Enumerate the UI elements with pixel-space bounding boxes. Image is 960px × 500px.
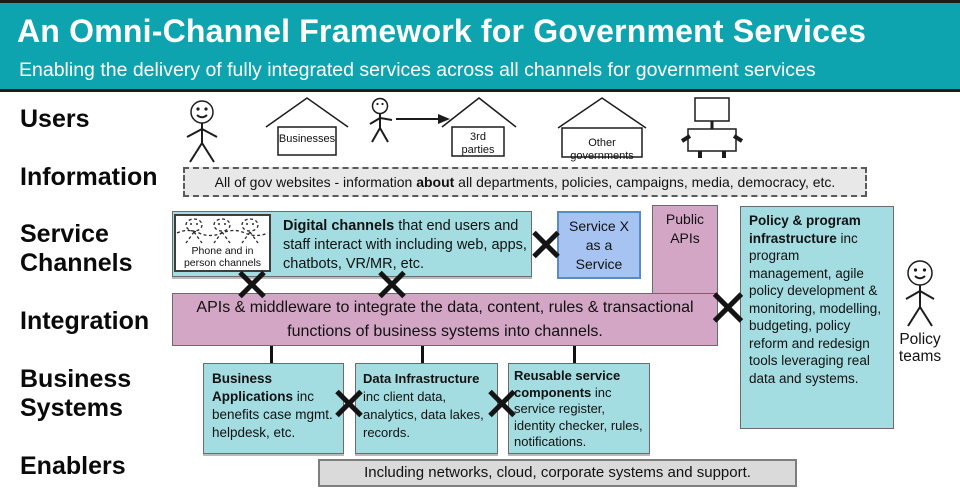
policy-infrastructure-rest: inc program management, agile policy dev… [749, 230, 882, 386]
connector-line [270, 346, 273, 363]
x-connector-icon [377, 269, 407, 299]
policy-infrastructure-bold: Policy & program infrastructure [749, 213, 861, 246]
row-label-channels: Channels [20, 249, 133, 277]
citizen-person-icon [180, 99, 224, 165]
digital-channels-text: Digital channels that end users and staf… [283, 217, 529, 274]
policy-teams-line1: Policy [899, 331, 941, 348]
information-text-bold: about [416, 174, 455, 190]
enablers-box: Including networks, cloud, corporate sys… [318, 459, 797, 487]
public-apis-box: Public APIs [652, 205, 718, 294]
public-apis-label: Public APIs [665, 211, 705, 246]
connector-line [421, 346, 424, 363]
digital-channels-bold: Digital channels [283, 218, 395, 234]
phone-label-line2: person channels [183, 257, 262, 269]
page-title: An Omni-Channel Framework for Government… [17, 13, 867, 49]
row-label-service: Service [20, 220, 109, 248]
row-label-enablers: Enablers [20, 452, 126, 480]
other-governments-line2: governments [570, 149, 634, 162]
service-x-line1: Service X [569, 218, 629, 234]
policy-teams-line2: teams [898, 348, 942, 365]
third-parties-house-icon [440, 95, 518, 157]
x-connector-icon [531, 229, 561, 259]
connector-line [573, 346, 576, 363]
integration-box: APIs & middleware to integrate the data,… [172, 293, 718, 346]
row-label-information: Information [20, 163, 158, 191]
businesses-house-label: Businesses [278, 133, 336, 145]
person-arrow-icon [366, 97, 450, 149]
x-connector-icon [237, 269, 267, 299]
row-label-business: Business [20, 365, 132, 393]
third-parties-house-label: 3rd parties [452, 131, 504, 156]
other-governments-house-icon [556, 95, 648, 159]
row-label-integration: Integration [20, 307, 150, 335]
information-text-suffix: all departments, policies, campaigns, me… [454, 174, 836, 190]
reusable-components-bold: Reusable service components [514, 368, 621, 400]
digital-channels-rest: that end users and staff interact with i… [283, 218, 527, 272]
third-parties-line1: 3rd [470, 131, 486, 143]
phone-label-line1: Phone and in [191, 245, 254, 257]
x-connector-icon [334, 388, 364, 418]
other-governments-line1: Other [588, 137, 616, 149]
third-parties-line2: parties [461, 143, 495, 156]
information-text-prefix: All of gov websites - information [214, 174, 417, 190]
policy-infrastructure-box: Policy & program infrastructure inc prog… [740, 206, 894, 429]
integration-text: APIs & middleware to integrate the data,… [196, 299, 694, 340]
phone-channels-label: Phone and in person channels [176, 245, 269, 269]
reusable-components-rest: inc service register, identity checker, … [514, 384, 643, 450]
business-applications-rest: inc benefits case mgmt. helpdesk, etc. [212, 389, 333, 440]
phone-people-icon [177, 217, 268, 245]
policy-teams-person-icon [896, 259, 944, 329]
service-x-box: Service X as a Service [557, 211, 641, 279]
business-applications-box: Business Applications inc benefits case … [203, 363, 344, 454]
data-infrastructure-rest: inc client data, analytics, data lakes, … [363, 389, 484, 440]
reusable-components-box: Reusable service components inc service … [508, 363, 650, 454]
enablers-text: Including networks, cloud, corporate sys… [364, 464, 751, 481]
service-x-line2: as a [585, 237, 613, 253]
data-infrastructure-box: Data Infrastructure inc client data, ana… [355, 363, 498, 454]
businesses-house-icon [263, 95, 351, 157]
policy-teams-label: Policy teams [888, 331, 952, 365]
robot-icon [681, 95, 743, 159]
page-subtitle: Enabling the delivery of fully integrate… [19, 59, 816, 81]
other-governments-house-label: Other governments [562, 137, 642, 162]
header-banner: An Omni-Channel Framework for Government… [0, 3, 960, 92]
row-label-systems: Systems [20, 394, 123, 422]
information-box: All of gov websites - information about … [183, 167, 867, 197]
row-label-users: Users [20, 105, 90, 133]
x-connector-icon [711, 290, 745, 324]
x-connector-icon [487, 388, 517, 418]
data-infrastructure-bold: Data Infrastructure [363, 371, 480, 386]
business-applications-bold: Business Applications [212, 371, 294, 404]
service-x-line3: Service [575, 256, 623, 272]
